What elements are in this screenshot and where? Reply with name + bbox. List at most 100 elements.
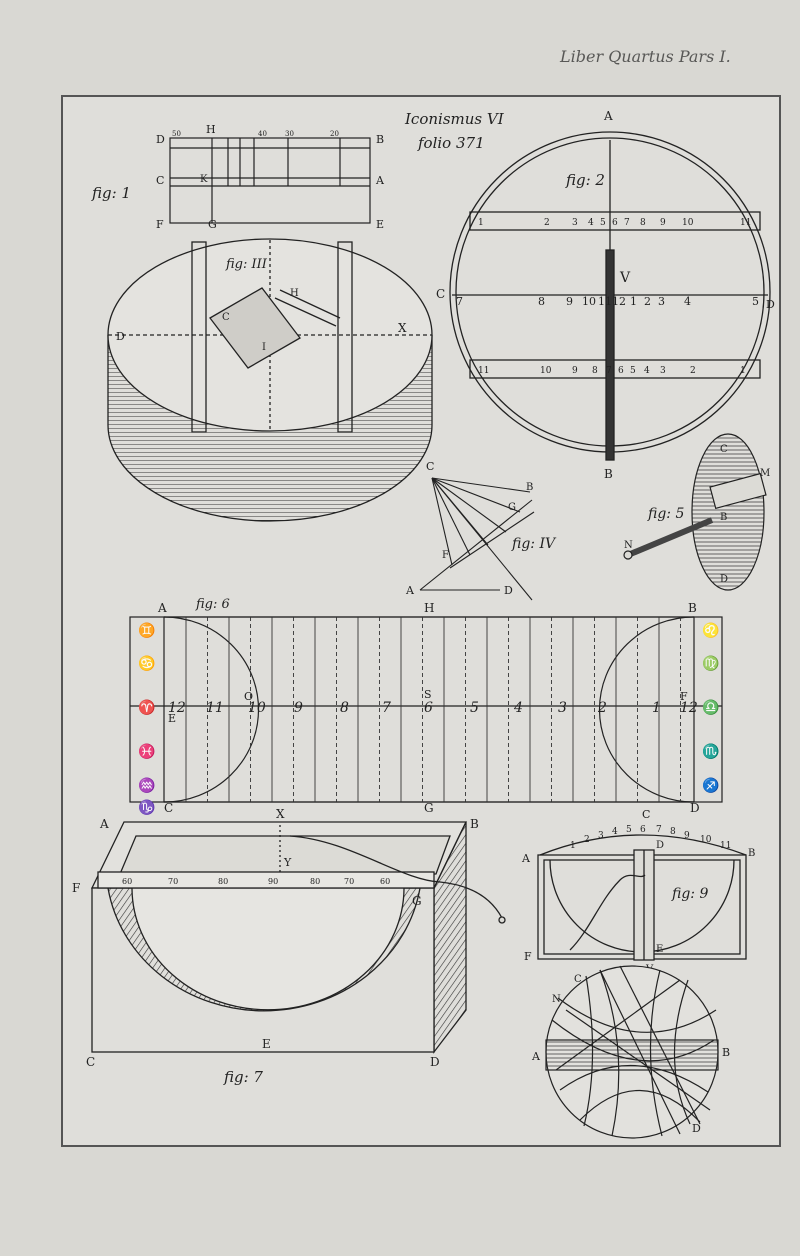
fig9-frame [537, 834, 747, 961]
fig10-label-B: B [722, 1046, 730, 1059]
fig2-top-band-numbers: 1 2 3 4 5 6 7 8 9 10 11 [478, 218, 751, 228]
fig4-label-F: F [442, 550, 449, 561]
fig7-trough [90, 821, 506, 1054]
fig7-label-A: A [99, 817, 109, 831]
fig2-top-3: 3 [572, 218, 578, 228]
fig9-label-E: E [656, 944, 663, 955]
fig9-label-F: F [524, 950, 532, 963]
fig6-label-H: H [424, 601, 434, 615]
fig2-mid-8: 8 [538, 295, 545, 308]
fig6-label-A: A [157, 601, 167, 615]
fig9-arc-11: 11 [720, 841, 731, 851]
fig3-label-C: C [222, 312, 230, 323]
fig2-caption: fig: 2 [565, 171, 605, 189]
fig1-label-D: D [156, 133, 165, 146]
fig2-label-A: A [603, 109, 613, 123]
fig2-bot-8: 8 [592, 366, 598, 376]
fig2-bot-4: 4 [644, 366, 650, 376]
fig9-label-A: A [521, 852, 531, 865]
fig6-zodiac-left: ♊ ♋ ♈ ♓ ♒ ♑ [138, 622, 155, 816]
fig4-caption: fig: IV [511, 536, 557, 552]
fig7-caption: fig: 7 [223, 1068, 263, 1086]
fig7-scale-60b: 60 [380, 877, 390, 886]
fig2-bottom-band-numbers: 11 10 9 8 7 6 5 4 3 2 1 [478, 366, 746, 376]
fig6-label-O: O [244, 690, 253, 703]
zodiac-sagittarius-icon: ♐ [702, 777, 719, 794]
fig6-label-C: C [164, 801, 173, 815]
fig2-mid-11: 11 [598, 295, 612, 308]
zodiac-leo-icon: ♌ [702, 622, 719, 639]
fig5-label-N: N [624, 540, 633, 551]
fig4-label-B: B [526, 482, 533, 493]
running-head: Liber Quartus Pars I. [559, 47, 731, 66]
fig7-scale-80a: 80 [218, 877, 228, 886]
fig2-bot-10: 10 [540, 366, 552, 376]
fig1-label-F: F [156, 218, 164, 231]
fig7-label-C: C [86, 1055, 95, 1069]
fig7-scale-70a: 70 [168, 877, 178, 886]
fig5-label-C: C [720, 444, 728, 455]
fig7-label-Y: Y [283, 856, 292, 869]
fig5-caption: fig: 5 [647, 506, 684, 522]
fig6-hour-12a: 12 [168, 700, 186, 716]
fig2-bot-11: 11 [478, 366, 489, 376]
zodiac-pisces-icon: ♓ [138, 743, 155, 760]
fig3-caption: fig: III [225, 257, 268, 272]
fig9-arc-8: 8 [670, 827, 676, 837]
fig2-top-7: 7 [624, 218, 630, 228]
fig2-top-2: 2 [544, 218, 550, 228]
fig6-hour-6: 6 [424, 700, 433, 716]
zodiac-gemini-icon: ♊ [138, 622, 155, 639]
fig1-label-C: C [156, 174, 164, 187]
zodiac-aries-icon: ♈ [138, 699, 155, 716]
fig2-mid-4: 4 [684, 295, 691, 308]
fig2-middle-row-numbers: 7 8 9 10 11 12 1 2 3 4 5 [456, 295, 759, 308]
fig6-caption: fig: 6 [195, 597, 230, 612]
fig5-label-D: D [720, 574, 728, 585]
fig9-arc-6: 6 [640, 825, 646, 835]
fig6-label-E: E [168, 712, 176, 725]
fig9-arc-5: 5 [626, 825, 632, 835]
fig10-label-N: N [552, 994, 561, 1005]
fig2-top-4: 4 [588, 218, 594, 228]
fig2-bot-3: 3 [660, 366, 666, 376]
fig2-bot-9: 9 [572, 366, 578, 376]
fig1-label-H: H [206, 123, 216, 136]
fig9-arc-2: 2 [584, 835, 590, 845]
fig10-label-C: C [574, 974, 582, 985]
fig7-label-X: X [276, 807, 285, 821]
fig2-circle [449, 131, 771, 461]
fig4-rays [419, 477, 535, 601]
fig2-mid-10: 10 [582, 295, 596, 308]
fig3-label-I: I [262, 342, 266, 353]
fig7-label-E: E [262, 1037, 271, 1051]
fig4-label-A: A [405, 584, 415, 597]
fig2-top-1: 1 [478, 218, 484, 228]
fig5-disc [623, 433, 767, 591]
fig7-scale-80b: 80 [310, 877, 320, 886]
fig1-rectangle [169, 137, 371, 224]
fig9-arc-7: 7 [656, 825, 662, 835]
fig6-hour-1: 1 [652, 700, 661, 716]
fig2-bot-5: 5 [630, 366, 636, 376]
fig6-hour-11: 11 [206, 700, 224, 716]
fig2-top-5: 5 [600, 218, 606, 228]
fig1-label-E: E [376, 218, 384, 231]
fig5-label-M: M [760, 468, 770, 479]
fig2-label-D: D [766, 298, 775, 311]
fig6-label-G: G [424, 801, 434, 815]
fig2-label-C: C [436, 287, 445, 301]
fig2-top-9: 9 [660, 218, 666, 228]
fig3-label-X: X [398, 321, 407, 335]
fig9-arc-3: 3 [598, 831, 604, 841]
fig1-scale-50: 50 [172, 130, 181, 138]
fig2-label-V: V [619, 270, 631, 286]
fig7-label-F: F [72, 881, 80, 895]
fig2-top-6: 6 [612, 218, 618, 228]
fig1-caption: fig: 1 [91, 184, 131, 202]
fig1-label-G: G [208, 218, 217, 231]
fig1-label-B: B [376, 133, 384, 146]
fig9-arc-9: 9 [684, 831, 690, 841]
fig2-top-11: 11 [740, 218, 751, 228]
